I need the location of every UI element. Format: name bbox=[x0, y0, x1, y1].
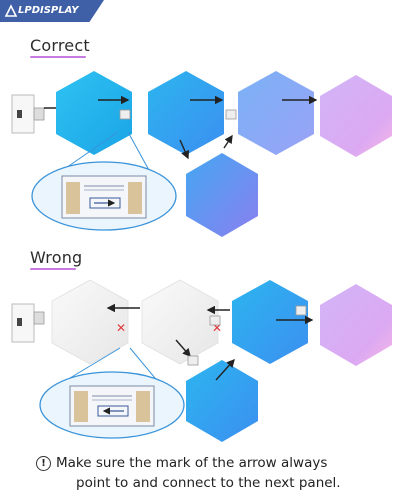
wrong-mark: ✕ bbox=[212, 321, 222, 335]
hex-panel bbox=[232, 280, 308, 364]
hex-panel bbox=[148, 71, 224, 155]
hex-panel bbox=[141, 279, 219, 365]
correct-title: Correct bbox=[30, 36, 90, 55]
exclamation-circle-icon: ! bbox=[36, 456, 51, 471]
connector-board bbox=[61, 175, 147, 219]
wrong-mark: ✕ bbox=[116, 321, 126, 335]
hex-panel bbox=[320, 284, 392, 366]
hex-panel bbox=[320, 75, 392, 157]
brand-name: LPDISPLAY bbox=[18, 5, 79, 16]
wrong-underline bbox=[30, 268, 76, 270]
connector-board bbox=[69, 385, 155, 427]
hex-panel bbox=[56, 71, 132, 155]
brand-mark-icon bbox=[4, 4, 18, 17]
instruction-note: !Make sure the mark of the arrow always … bbox=[36, 453, 376, 493]
panel-diagram: ✕ ✕ bbox=[11, 71, 392, 442]
hex-panel bbox=[51, 279, 129, 365]
hex-panel bbox=[186, 360, 258, 442]
power-adapter bbox=[11, 303, 45, 343]
note-line1: Make sure the mark of the arrow always bbox=[56, 455, 328, 471]
brand-logo: LPDISPLAY bbox=[0, 0, 104, 22]
power-adapter bbox=[11, 94, 45, 134]
hex-panel bbox=[238, 71, 314, 155]
wrong-title: Wrong bbox=[30, 248, 83, 267]
hex-panel bbox=[186, 153, 258, 237]
note-line2: point to and connect to the next panel. bbox=[76, 475, 341, 491]
correct-underline bbox=[30, 56, 86, 58]
